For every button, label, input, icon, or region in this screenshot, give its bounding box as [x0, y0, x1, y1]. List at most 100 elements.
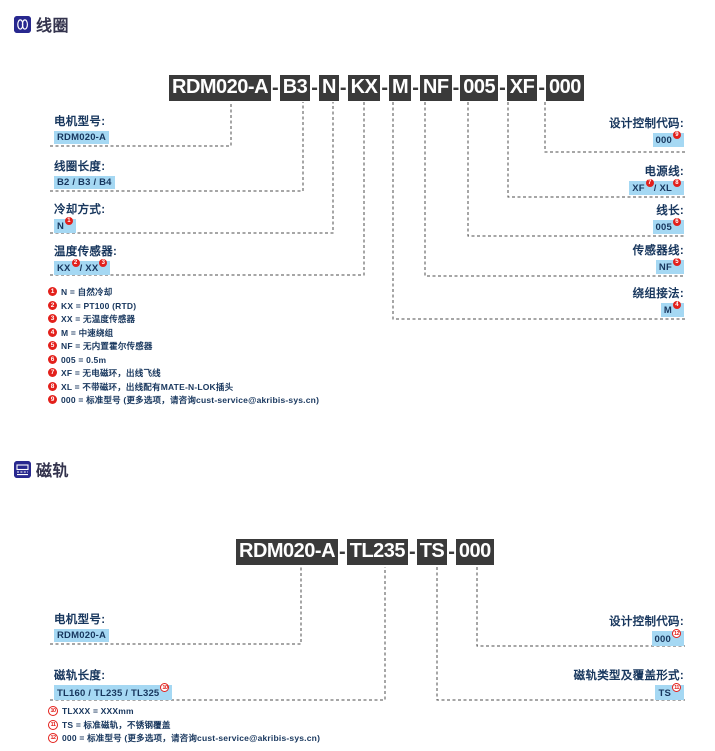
footnote-text: XX = 无温度传感器 — [61, 314, 136, 324]
footnote-text: N = 自然冷却 — [61, 287, 113, 297]
footnote-number: 8 — [48, 381, 57, 391]
footnote-text: 000 = 标准型号 (更多选项，请咨询cust-service@akribis… — [61, 395, 320, 405]
footnote-ref: 3 — [99, 259, 108, 267]
track-part-number: RDM020-A-TL235-TS-000 — [236, 539, 494, 565]
part-segment: 000 — [455, 539, 494, 565]
footnote-ref: 9 — [673, 131, 681, 139]
callout-power-cable: 电源线: XF7/ XL8 — [629, 166, 684, 196]
callout-value: N1 — [54, 217, 77, 234]
callout-rail-type: 磁轨类型及覆盖形式: TS11 — [573, 670, 684, 701]
callout-label: 电机型号: — [54, 116, 106, 128]
part-separator: - — [272, 77, 279, 99]
coil-section-header: 线圈 — [14, 12, 69, 36]
magnet-track-icon — [14, 460, 31, 478]
footnote-number: 3 — [48, 314, 57, 323]
footnote-number: 5 — [48, 341, 57, 350]
footnote: 12 000 = 标准型号 (更多选项，请咨询cust-service@akrib… — [48, 733, 320, 743]
callout-temp-sensor: 温度传感器: KX2/ XX3 — [54, 246, 118, 276]
footnote-text: M = 中速绕组 — [61, 327, 114, 338]
footnote-ref: 6 — [673, 218, 681, 226]
part-separator: - — [538, 77, 546, 99]
footnote-text: NF = 无内置霍尔传感器 — [61, 341, 153, 351]
callout-label: 温度传感器: — [54, 246, 118, 258]
callout-value: RDM020-A — [54, 131, 110, 144]
footnote-number: 7 — [48, 368, 57, 377]
part-separator: - — [409, 541, 416, 563]
footnote-text: TS = 标准磁轨，不锈钢覆盖 — [62, 719, 171, 730]
callout-value: M4 — [660, 301, 684, 318]
part-separator: - — [452, 77, 460, 99]
part-segment: 005 — [460, 75, 499, 101]
callout-value: KX2/ XX3 — [54, 259, 111, 276]
footnote-ref: 12 — [672, 629, 681, 638]
footnote-ref: 11 — [672, 683, 681, 692]
footnote-number: 12 — [48, 733, 58, 743]
coil-section-title: 线圈 — [36, 18, 70, 35]
part-segment: TS — [416, 539, 448, 565]
part-separator: - — [381, 77, 389, 99]
callout-coil-length: 线圈长度: B2 / B3 / B4 — [54, 161, 115, 189]
callout-label: 线圈长度: — [54, 161, 106, 173]
track-section-header: 磁轨 — [14, 457, 69, 481]
part-segment: TL235 — [346, 539, 409, 565]
footnote-number: 11 — [48, 719, 58, 730]
part-segment: KX — [347, 75, 381, 101]
part-separator: - — [448, 541, 455, 563]
callout-winding: 绕组接法: M4 — [633, 288, 684, 318]
part-separator: - — [499, 77, 506, 99]
footnote-ref: 7 — [645, 179, 654, 187]
callout-label: 设计控制代码: — [609, 118, 684, 130]
coil-footnotes: 1 N = 自然冷却 2 KX = PT100 (RTD) 3 XX = 无温度传感器… — [48, 287, 319, 409]
callout-cable-length: 线长: 0056 — [652, 205, 684, 235]
part-segment: RDM020-A — [169, 75, 272, 101]
callout-value: B2 / B3 / B4 — [54, 176, 115, 189]
callout-label: 电机型号: — [54, 614, 106, 626]
part-segment: 000 — [546, 75, 584, 101]
part-segment: RDM020-A — [236, 539, 339, 565]
callout-label: 磁轨长度: — [54, 670, 106, 682]
footnote: 1 N = 自然冷却 — [48, 287, 319, 297]
callout-value: NF5 — [655, 258, 684, 275]
callout-value: TS11 — [655, 683, 684, 701]
footnote-text: 000 = 标准型号 (更多选项，请咨询cust-service@akribis… — [62, 733, 321, 743]
footnote-text: XL = 不带磁环，出线配有MATE-N-LOK插头 — [61, 381, 234, 392]
footnote: 5 NF = 无内置霍尔传感器 — [48, 341, 319, 351]
coil-part-number: RDM020-A-B3-N-KX-M-NF-005-XF-000 — [169, 75, 584, 101]
part-segment: M — [389, 75, 412, 101]
part-separator: - — [412, 77, 419, 99]
footnote-text: KX = PT100 (RTD) — [61, 300, 137, 311]
callout-label: 设计控制代码: — [609, 616, 684, 628]
footnote: 11 TS = 标准磁轨，不锈钢覆盖 — [48, 719, 320, 730]
part-segment: NF — [419, 75, 452, 101]
part-segment: N — [318, 75, 339, 101]
footnote-number: 2 — [48, 300, 57, 310]
footnote-ref: 8 — [673, 179, 681, 187]
callout-track-motor-model: 电机型号: RDM020-A — [54, 614, 110, 642]
callout-value: 00012 — [651, 629, 684, 647]
track-section-title: 磁轨 — [36, 463, 70, 480]
callout-label: 电源线: — [644, 166, 684, 178]
footnote-ref: 5 — [673, 258, 681, 266]
footnote: 9 000 = 标准型号 (更多选项，请咨询cust-service@akribi… — [48, 395, 319, 405]
part-segment: B3 — [279, 75, 311, 101]
footnote-number: 10 — [48, 706, 58, 716]
callout-motor-model: 电机型号: RDM020-A — [54, 116, 110, 144]
footnote-number: 9 — [48, 395, 57, 404]
footnote-number: 1 — [48, 287, 57, 296]
footnote-ref: 4 — [673, 301, 681, 309]
footnote-ref: 1 — [65, 217, 74, 225]
callout-label: 磁轨类型及覆盖形式: — [573, 670, 684, 682]
footnote: 8 XL = 不带磁环，出线配有MATE-N-LOK插头 — [48, 381, 319, 392]
callout-label: 传感器线: — [632, 245, 684, 257]
callout-rail-length: 磁轨长度: TL160 / TL235 / TL32510 — [54, 670, 173, 701]
callout-value: XF7/ XL8 — [629, 179, 684, 196]
callout-design-code: 设计控制代码: 0009 — [609, 118, 684, 148]
footnote-number: 6 — [48, 354, 57, 364]
callout-cooling: 冷却方式: N1 — [54, 204, 105, 234]
footnote-ref: 10 — [160, 683, 170, 692]
